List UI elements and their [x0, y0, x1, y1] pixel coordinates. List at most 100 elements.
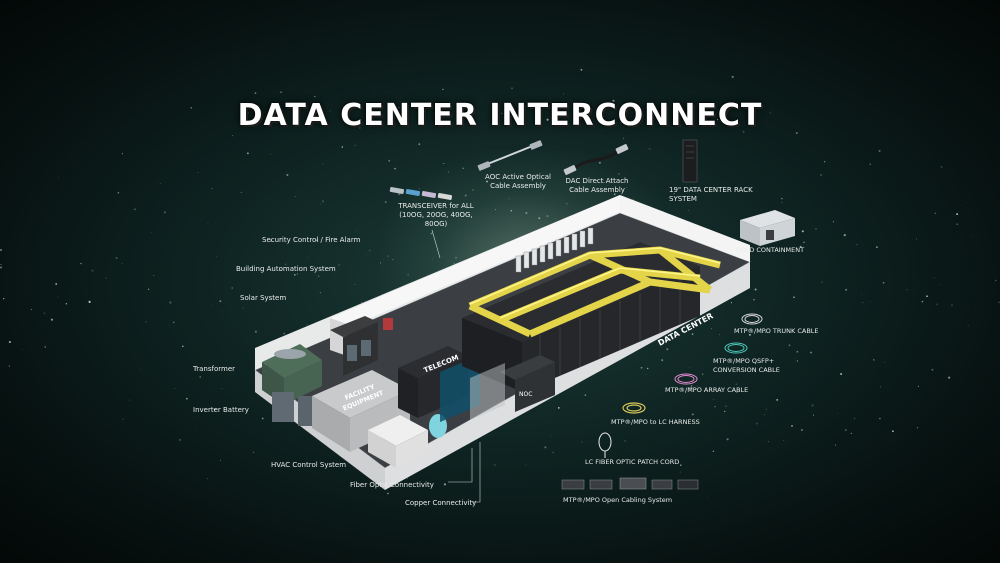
security-room [330, 316, 393, 376]
star-dot [801, 230, 804, 233]
star-dot [398, 106, 400, 109]
star-dot [574, 111, 577, 114]
star-dot [406, 477, 408, 479]
star-dot [917, 385, 919, 387]
star-dot [666, 348, 669, 351]
star-dot [293, 274, 296, 276]
star-dot [769, 112, 772, 114]
star-dot [219, 459, 221, 461]
star-dot [387, 492, 389, 495]
star-dot [891, 430, 894, 433]
cold-containment-label: COLD CONTAINMENT [736, 246, 805, 254]
star-dot [216, 256, 218, 257]
transformer-equipment [262, 344, 322, 426]
star-dot [338, 264, 340, 266]
star-dot [247, 111, 250, 114]
star-dot [472, 188, 474, 191]
star-dot [254, 330, 257, 333]
star-dot [538, 217, 541, 220]
star-dot [199, 376, 201, 378]
star-dot [44, 346, 46, 348]
star-dot [821, 281, 823, 283]
cold-containment-icon [740, 210, 795, 246]
star-dot [88, 300, 91, 303]
star-dot [735, 391, 738, 394]
star-dot [494, 464, 496, 466]
star-dot [618, 173, 620, 175]
star-dot [768, 441, 770, 443]
star-dot [680, 125, 682, 127]
star-dot [803, 241, 805, 244]
star-dot [680, 464, 682, 466]
patch-cord-label: LC FIBER OPTIC PATCH CORD [585, 458, 680, 466]
star-dot [640, 366, 643, 369]
star-dot [207, 223, 209, 224]
star-dot [933, 277, 935, 279]
star-dot [442, 255, 444, 257]
connector-lines [431, 229, 481, 503]
star-dot [261, 417, 264, 420]
star-dot [623, 137, 625, 139]
star-dot [854, 417, 856, 419]
star-dot [869, 301, 871, 302]
star-dot [211, 187, 213, 190]
star-dot [57, 296, 59, 298]
star-dot [443, 483, 446, 486]
star-dot [368, 249, 371, 252]
star-dot [764, 331, 767, 334]
star-dot [461, 107, 462, 109]
star-dot [246, 152, 249, 155]
star-dot [231, 287, 233, 289]
star-dot [495, 209, 497, 211]
star-dot [398, 193, 401, 196]
star-dot [552, 451, 554, 454]
star-dot [696, 385, 699, 387]
star-dot [598, 161, 601, 164]
hvac-unit [368, 414, 447, 468]
star-dot [137, 408, 139, 410]
star-dot [647, 367, 649, 370]
star-dot [555, 218, 557, 219]
star-dot [307, 257, 309, 259]
star-dot [432, 259, 434, 260]
star-dot [306, 323, 308, 325]
star-dot [418, 143, 421, 146]
star-dot [240, 191, 242, 194]
star-dot [316, 239, 319, 242]
copper-connectivity-label: Copper Connectivity [405, 499, 477, 507]
star-dot [550, 435, 552, 437]
open-cabling-label: MTP®/MPO Open Cabling System [563, 496, 673, 504]
star-dot [159, 183, 161, 185]
star-dot [43, 312, 46, 314]
star-dot [356, 230, 357, 232]
star-dot [650, 109, 652, 111]
star-dot [916, 426, 919, 429]
transformer-label: Transformer [193, 365, 236, 373]
star-dot [647, 114, 650, 117]
star-dot [880, 386, 882, 388]
star-dot [182, 345, 184, 348]
star-dot [601, 116, 603, 118]
star-dot [948, 376, 951, 379]
star-dot [197, 172, 199, 173]
star-dot [612, 99, 615, 102]
star-dot [133, 208, 136, 211]
star-dot [286, 174, 289, 176]
star-dot [624, 440, 626, 442]
star-dot [447, 171, 449, 173]
star-dot [91, 269, 94, 272]
star-dot [876, 246, 878, 249]
star-dot [714, 406, 716, 408]
star-dot [280, 237, 282, 240]
star-dot [878, 149, 881, 152]
page-title: DATA CENTER INTERCONNECT [237, 98, 763, 133]
star-dot [673, 192, 675, 195]
star-dot [915, 238, 917, 240]
star-dot [115, 256, 118, 259]
star-dot [418, 188, 420, 190]
star-dot [873, 359, 875, 361]
star-dot [735, 383, 737, 385]
star-dot [781, 197, 783, 200]
star-dot [421, 125, 423, 127]
